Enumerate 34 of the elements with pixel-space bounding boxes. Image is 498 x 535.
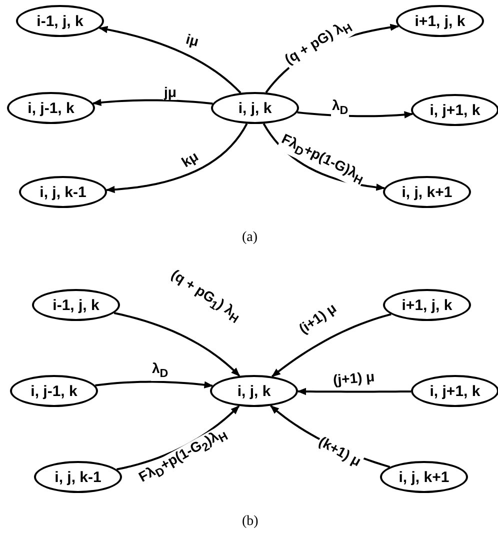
state-ellipse — [411, 94, 498, 126]
state-ellipse — [411, 375, 498, 407]
state-label: i, j, k+1 — [398, 468, 450, 486]
state-label: i+1, j, k — [414, 12, 466, 30]
transition-arrow — [297, 111, 414, 118]
transition-arrow — [92, 98, 213, 106]
rate-label: λ$_{D}$ — [331, 98, 350, 118]
state-label: i, j+1, k — [430, 102, 480, 118]
state-label: i, j, k-1 — [40, 184, 86, 200]
state-label: i-1, j, k — [52, 296, 100, 314]
transition-arrow — [271, 313, 392, 378]
state-label: i, j, k-1 — [54, 468, 102, 486]
state-label: i, j-1, k — [28, 100, 74, 116]
rate-label: jμ — [163, 84, 178, 100]
state-ellipse — [380, 461, 468, 493]
subfigure-caption: (b) — [242, 514, 258, 530]
state-label: i, j-1, k — [30, 382, 78, 400]
state-label: i, j, k — [237, 382, 271, 400]
state-ellipse — [34, 461, 122, 493]
state-label: i+1, j, k — [402, 296, 452, 314]
state-label: i-1, j, k — [36, 12, 84, 30]
transition-arrow — [98, 26, 242, 94]
transition-arrow — [114, 312, 240, 377]
subfigure-caption: (a) — [242, 230, 258, 246]
state-label: i, j+1, k — [430, 382, 480, 400]
state-ellipse — [32, 289, 120, 321]
state-label: i, j, k+1 — [402, 184, 452, 200]
transition-arrow — [297, 388, 412, 396]
state-ellipse — [383, 289, 471, 321]
transition-arrow — [106, 123, 248, 194]
rate-label: iμ — [183, 30, 202, 50]
state-ellipse — [16, 5, 104, 37]
transition-arrow — [95, 380, 214, 388]
state-label: i, j, k — [238, 100, 272, 116]
